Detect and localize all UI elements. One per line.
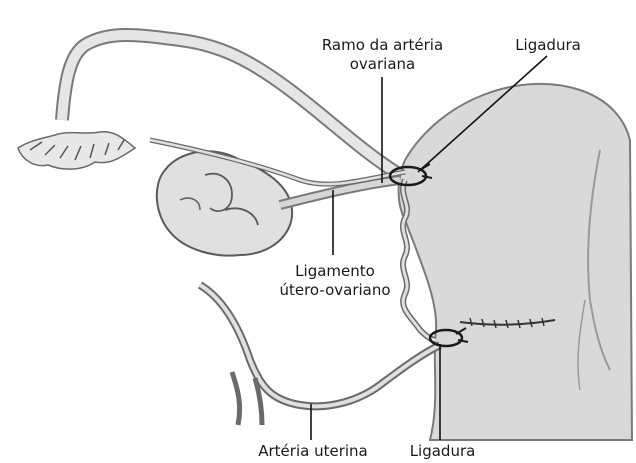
label-uterine-artery: Artéria uterina	[243, 442, 383, 461]
ovary	[157, 151, 292, 255]
label-ligature-bottom-text: Ligadura	[400, 442, 485, 461]
label-ovarian-artery-branch-line2: ovariana	[300, 55, 465, 74]
label-utero-ovarian-ligament-line1: Ligamento	[265, 262, 405, 281]
fimbriae	[18, 132, 135, 169]
label-utero-ovarian-ligament: Ligamento útero-ovariano	[265, 262, 405, 300]
label-ligature-top-text: Ligadura	[503, 36, 593, 55]
label-ligature-top: Ligadura	[503, 36, 593, 55]
label-uterine-artery-text: Artéria uterina	[243, 442, 383, 461]
label-ovarian-artery-branch: Ramo da artéria ovariana	[300, 36, 465, 74]
label-ovarian-artery-branch-line1: Ramo da artéria	[300, 36, 465, 55]
uterus-body	[399, 84, 632, 440]
label-ligature-bottom: Ligadura	[400, 442, 485, 461]
label-utero-ovarian-ligament-line2: útero-ovariano	[265, 281, 405, 300]
